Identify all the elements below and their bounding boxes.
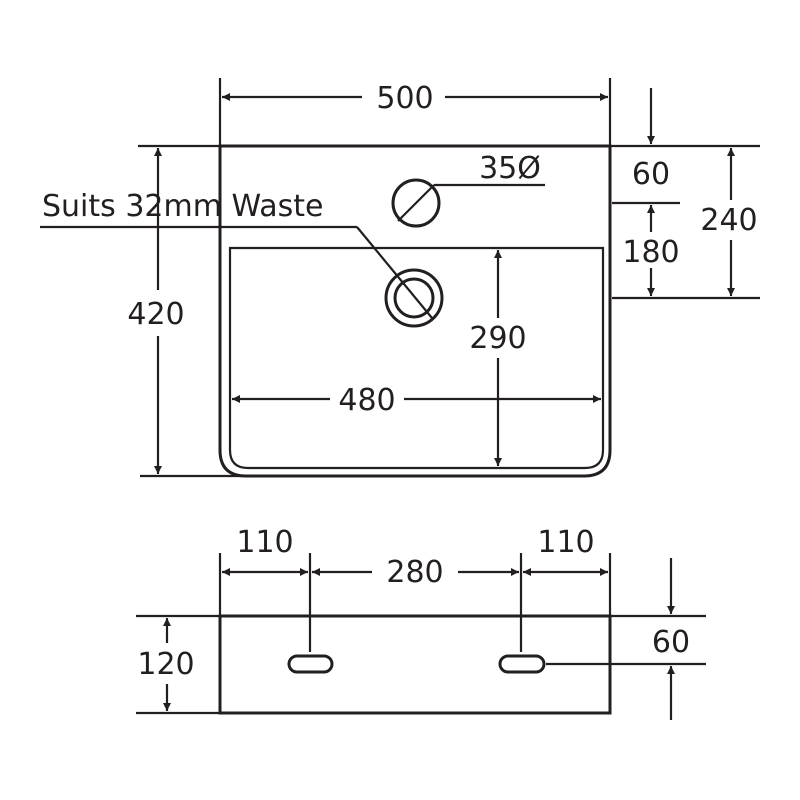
overall-width-label: 500 (376, 81, 433, 116)
tap-hole (391, 178, 441, 228)
overall-depth-label: 420 (127, 297, 184, 332)
fixing-height-label: 60 (652, 625, 690, 660)
tap-to-back-label: 60 (632, 157, 670, 192)
basin-depth-label: 290 (469, 321, 526, 356)
tap-hole-cross (397, 184, 435, 222)
top-view: 500 420 480 290 60 180 240 35Ø (40, 78, 760, 478)
leader-line (356, 226, 433, 319)
rear-view: 110 280 110 120 60 (136, 525, 706, 720)
tap-hole-diameter-label: 35Ø (479, 151, 541, 186)
waste-note-label: Suits 32mm Waste (42, 189, 323, 224)
tap-to-waste-label: 180 (622, 235, 679, 270)
height-label: 120 (137, 647, 194, 682)
fixing-slot-left (287, 654, 334, 674)
waste-outlet-inner (393, 277, 435, 319)
basin-outline (218, 144, 612, 478)
fixing-spacing-label: 280 (386, 555, 443, 590)
back-to-waste-label: 240 (700, 203, 757, 238)
right-edge-to-fixing-label: 110 (537, 525, 594, 560)
left-edge-to-fixing-label: 110 (236, 525, 293, 560)
fixing-slot-right (498, 654, 546, 674)
bowl-outline (228, 246, 605, 470)
rear-outline (218, 614, 612, 715)
waste-outlet-outer (384, 268, 444, 328)
basin-width-label: 480 (338, 383, 395, 418)
